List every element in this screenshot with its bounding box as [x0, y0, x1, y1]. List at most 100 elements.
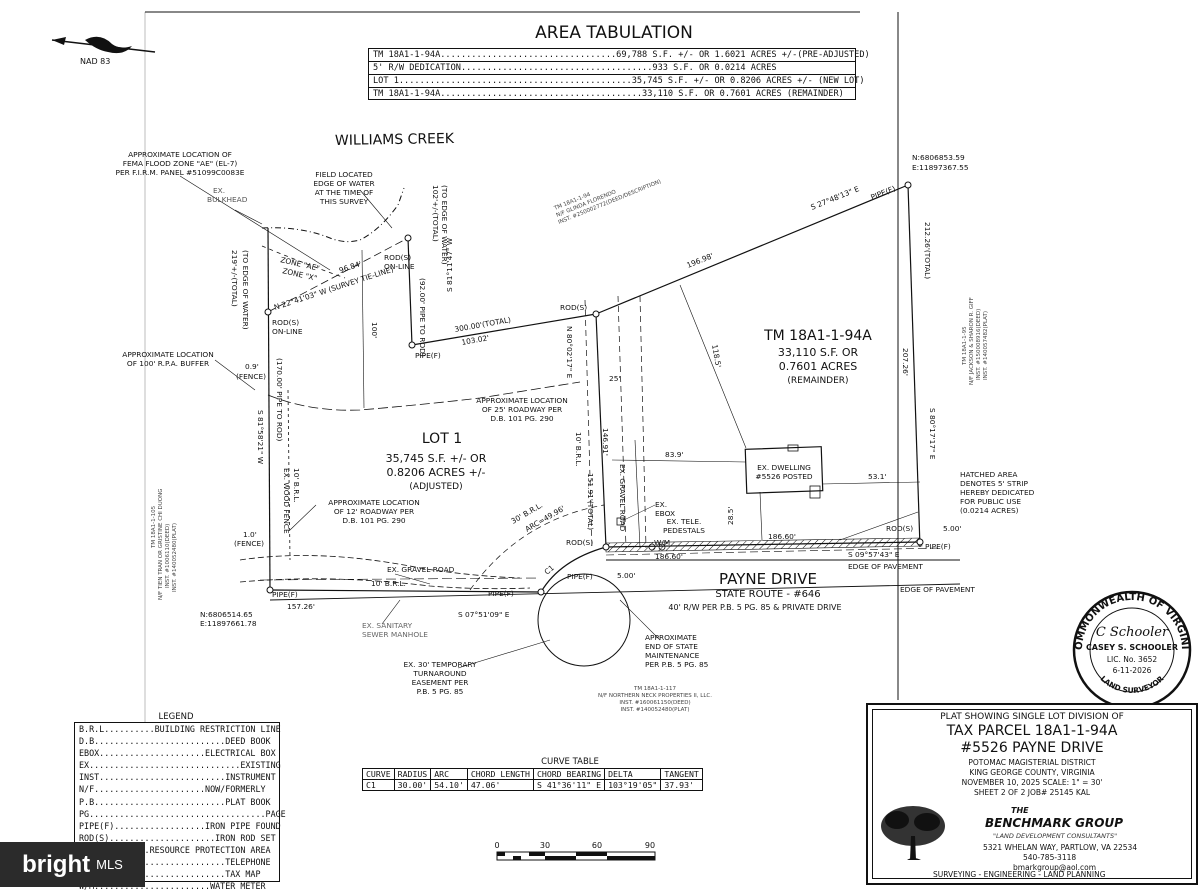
state-maint-3: MAINTENANCE [645, 651, 700, 660]
edge-pavement-1: EDGE OF PAVEMENT [848, 562, 923, 571]
temp-easement-2: TURNAROUND [412, 669, 467, 678]
legend-row: N/F......................NOW/FORMERLY [79, 784, 266, 795]
seal-name: CASEY S. SCHOOLER [1086, 643, 1178, 652]
dist-103-label: 103.02' [461, 333, 490, 347]
dist-300-label: 300.00'(TOTAL) [454, 315, 512, 334]
dist-92-label: (92.00' PIPE TO ROD) [418, 278, 427, 357]
curve-cell: 47.06' [466, 779, 534, 791]
curve-cell: 30.00' [393, 779, 432, 791]
dwelling-porch [787, 444, 799, 452]
state-maint-1: APPROXIMATE [645, 633, 697, 642]
neighbor-e-4: INST. #140057482(PLAT) [983, 311, 989, 380]
ex-tele-2: PEDESTALS [663, 526, 705, 535]
rods-online-1a: ROD(S) [272, 318, 299, 327]
curve-header-cell: CHORD LENGTH [466, 768, 534, 780]
field-located-1: FIELD LOCATED [315, 170, 373, 179]
roadway-25-1: APPROXIMATE LOCATION [476, 396, 567, 405]
dist-102-label: 102'+/-(TOTAL) [431, 185, 440, 242]
legend-row: EBOX.....................ELECTRICAL BOX [79, 748, 276, 759]
bearing-s07-label: S 07°51'09" E [458, 610, 510, 619]
bright-mls-watermark: bright MLS [0, 842, 145, 887]
temp-easement-3: EASEMENT PER [412, 678, 469, 687]
seal-signature: C Schooler [1096, 625, 1169, 640]
dim-53 [821, 481, 921, 485]
company-the: THE [1011, 806, 1029, 815]
legend-row: PIPE(F)..................IRON PIPE FOUND [79, 820, 281, 831]
area-tab-row: TM 18A1-1-94A...........................… [373, 89, 844, 99]
ex-gravel-road-v: EX. GRAVEL ROAD [618, 464, 627, 532]
roadway-25-2: OF 25' ROADWAY PER [482, 405, 562, 414]
legend-row: ROD(S).....................IRON ROD SET [79, 832, 276, 843]
roadway-12-2: OF 12' ROADWAY PER [334, 507, 414, 516]
dwelling-steps [809, 485, 821, 499]
pipe-f-sw-label: PIPE(F) [272, 590, 298, 599]
coord-sw-e: E:11897661.78 [200, 619, 257, 628]
fence-10-1: 1.0' [243, 530, 257, 539]
legend-row: INST.........................INSTRUMENT [79, 772, 276, 783]
hatched-leader [839, 511, 919, 541]
parcel-tm-label: TM 18A1-1-94A [763, 328, 872, 344]
to-edge-water-2: (TO EDGE OF WATER) [440, 185, 449, 265]
temp-easement-4: P.B. 5 PG. 85 [417, 687, 464, 696]
title-line-5: KING GEORGE COUNTY, VIRGINIA [969, 768, 1095, 777]
legend-title: LEGEND [159, 712, 194, 722]
roadway-12-3: D.B. 101 PG. 290 [342, 516, 406, 525]
curve-header-cell: DELTA [604, 768, 662, 780]
legend-row: EX..............................EXISTING [79, 760, 281, 771]
company-name: BENCHMARK GROUP [985, 816, 1124, 830]
neighbor-w-1: TM 18A1-1-105 [151, 505, 157, 549]
rods-1-label: ROD(S) [560, 303, 587, 312]
state-route-label: STATE ROUTE - #646 [715, 589, 820, 600]
flood-zone-line [261, 245, 346, 279]
area-tabulation-table: TM 18A1-1-94A...........................… [368, 48, 870, 100]
flood-zone-label-1: APPROXIMATE LOCATION OF [128, 150, 232, 159]
coord-ne-e: E:11897367.55 [912, 163, 969, 172]
lot1-area: 35,745 S.F. +/- OR [386, 452, 487, 465]
bearing-s81-label: S 81°11'47" W [445, 237, 454, 292]
title-line-6: NOVEMBER 10, 2025 SCALE: 1" = 30' [961, 778, 1103, 787]
title-line-3: #5526 PAYNE DRIVE [960, 740, 1104, 756]
tree-logo-icon [881, 806, 945, 860]
neighbor-s-4: INST. #140052480(PLAT) [620, 707, 689, 713]
pipe-f-mid-label: PIPE(F) [488, 589, 514, 598]
neighbor-e-3: INST. #150008916(DEED) [976, 309, 982, 380]
ebox-leader [623, 504, 656, 521]
pipe-f-se-label: PIPE(F) [925, 542, 951, 551]
dist-5-label: 5.00' [617, 571, 636, 580]
area-tabulation-title: AREA TABULATION [535, 23, 693, 43]
seal-lic: LIC. No. 3652 [1107, 655, 1158, 664]
dist-207-label: 207.26' [901, 348, 910, 376]
rpa-buffer-1: APPROXIMATE LOCATION [122, 350, 213, 359]
parcel-remainder-label: (REMAINDER) [787, 376, 848, 386]
company-phone: 540-785-3118 [1023, 853, 1077, 862]
area-tab-row: 5' R/W DEDICATION.......................… [369, 62, 855, 75]
rpa-buffer-2: OF 100' R.P.A. BUFFER [127, 359, 209, 368]
dist-10brl-v: 10' B.R.L. [574, 432, 583, 467]
ex-gravel-road-label: EX. GRAVEL ROAD [387, 565, 455, 574]
legend-row: TM...........................TAX MAP [79, 869, 261, 880]
temp-easement-1: EX. 30' TEMPORARY [403, 660, 477, 669]
williams-creek-label: WILLIAMS CREEK [335, 131, 455, 149]
hatched-3: HEREBY DEDICATED [960, 488, 1035, 497]
hatched-4: FOR PUBLIC USE [960, 497, 1021, 506]
curve-table-title: CURVE TABLE [541, 757, 599, 767]
neighbor-w-4: INST. #140052480(PLAT) [172, 523, 178, 592]
survey-pins [264, 181, 924, 596]
sewer-1: EX. SANITARY [362, 621, 413, 630]
bearing-s80-label: S 80°17'17" E [928, 408, 937, 460]
title-block-inner: PLAT SHOWING SINGLE LOT DIVISION OF TAX … [872, 709, 1192, 879]
roadway-25-line-2 [617, 295, 627, 549]
area-tab-row: TM 18A1-1-94A...........................… [369, 49, 870, 62]
dist-28-label: 28.5' [726, 507, 735, 526]
roadway-12-1: APPROXIMATE LOCATION [328, 498, 419, 507]
dist-146-label: 146.91' [601, 428, 610, 456]
brl-10-label: 10' B.R.L. [371, 579, 406, 588]
brl-30-line [469, 504, 605, 591]
field-located-2: EDGE OF WATER [313, 179, 374, 188]
fence-10-2: (FENCE) [234, 539, 264, 548]
curve-header-cell: RADIUS [393, 768, 432, 780]
title-line-2: TAX PARCEL 18A1-1-94A [946, 723, 1118, 739]
fence-09-2: (FENCE) [236, 372, 266, 381]
edge-pavement-2: EDGE OF PAVEMENT [900, 585, 975, 594]
seal-date: 6-11-2026 [1113, 666, 1152, 675]
